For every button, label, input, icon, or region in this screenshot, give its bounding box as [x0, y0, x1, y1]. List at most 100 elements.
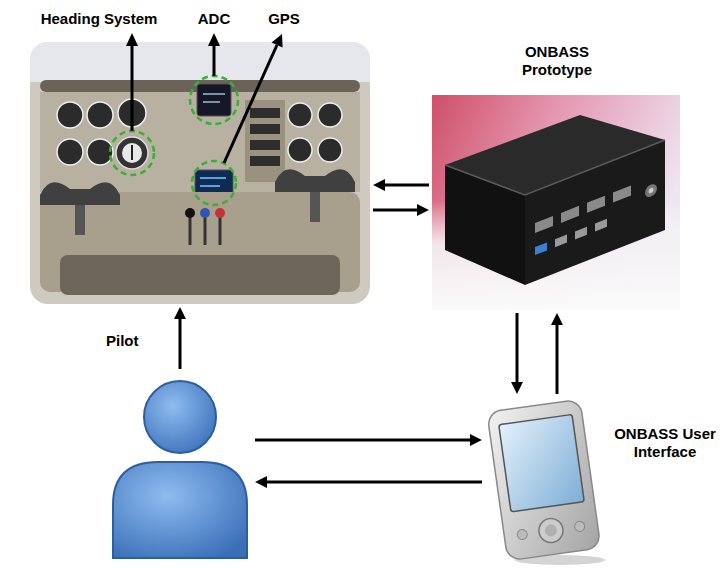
device-ports — [535, 242, 547, 255]
throttle-levers — [219, 215, 222, 245]
prototype-photo — [525, 140, 665, 285]
gauge-cluster — [116, 137, 148, 169]
flow-arrow — [381, 184, 429, 187]
gauge-cluster — [57, 102, 83, 128]
pda-device — [487, 399, 605, 565]
center-stack — [250, 140, 280, 150]
device-ports — [645, 182, 657, 199]
cockpit-photo — [30, 42, 370, 82]
pilot-icon — [113, 381, 247, 558]
pda-device — [517, 529, 528, 540]
cockpit-photo — [30, 33, 370, 304]
device-ports — [561, 206, 579, 223]
pilot-icon — [144, 381, 216, 453]
leader-arrow — [126, 33, 283, 163]
yoke — [40, 182, 120, 205]
actor-label: Pilot — [106, 332, 139, 350]
device-ports — [535, 216, 553, 233]
pda-device — [487, 399, 601, 561]
pilot-icon — [113, 462, 247, 558]
gauge-cluster — [318, 103, 342, 127]
device-ports — [555, 235, 567, 248]
adc-screen — [197, 84, 231, 116]
throttle-levers — [185, 208, 195, 218]
prototype-unit: ONBASS Prototype — [432, 95, 680, 310]
gps-screen — [200, 177, 226, 179]
gauge-cluster — [318, 138, 342, 162]
gauge-cluster — [288, 138, 312, 162]
flow-arrow — [373, 209, 421, 212]
leader-arrow — [131, 44, 134, 131]
part-label: GPS — [268, 10, 300, 28]
gauge-cluster — [288, 103, 312, 127]
pda-device — [537, 517, 564, 544]
prototype-photo — [445, 140, 665, 195]
flow-arrow — [179, 315, 182, 369]
prototype-photo — [445, 165, 525, 285]
label-holder: GPS — [268, 10, 300, 28]
pilot-figure: Pilot — [108, 372, 252, 558]
center-stack — [250, 156, 280, 166]
throttle-levers — [204, 215, 207, 245]
flow-arrow — [255, 439, 474, 442]
device-ports — [595, 219, 607, 232]
device-ports — [575, 227, 587, 240]
flow-arrow — [516, 313, 519, 386]
flow-arrow — [556, 321, 559, 394]
flow-arrow — [263, 481, 482, 484]
leader-arrow — [272, 34, 283, 47]
throttle-levers — [200, 208, 210, 218]
device-label: ONBASS User Interface — [610, 425, 720, 461]
yoke — [40, 169, 355, 235]
label-holder: ONBASS User Interface — [610, 425, 720, 461]
gauge-cluster — [87, 139, 113, 165]
center-stack — [250, 124, 280, 134]
throttle-levers — [215, 208, 225, 218]
leader-arrow — [208, 33, 220, 46]
highlight-circle — [110, 131, 154, 175]
gauge-cluster — [57, 139, 83, 165]
gauge-cluster — [87, 102, 113, 128]
part-label: Heading System — [41, 10, 158, 28]
label-holder: ONBASS Prototype — [502, 43, 612, 79]
device-ports — [587, 196, 605, 213]
pda-device — [499, 414, 585, 511]
unit-title: ONBASS Prototype — [502, 43, 612, 79]
label-holder: ADC — [198, 10, 231, 28]
leader-arrow — [126, 33, 138, 46]
user-interface-device: ONBASS User Interface — [485, 397, 603, 565]
device-ports — [649, 187, 654, 194]
leader-arrow — [213, 44, 216, 76]
prototype-photo — [432, 95, 680, 310]
throttle-levers — [185, 208, 225, 245]
device-ports — [613, 185, 631, 202]
leader-arrow — [224, 45, 277, 163]
pda-device — [544, 524, 558, 538]
cockpit-photo — [30, 42, 370, 304]
cockpit-panel: Heading SystemADCGPS — [30, 42, 370, 304]
gauge-cluster — [131, 145, 133, 160]
part-label: ADC — [198, 10, 231, 28]
throttle-levers — [189, 215, 192, 245]
adc-screen — [197, 84, 231, 116]
pda-device — [574, 521, 585, 532]
gauge-cluster — [122, 143, 142, 163]
highlight-circle — [190, 76, 238, 124]
cockpit-photo — [60, 255, 340, 295]
cockpit-photo — [30, 62, 370, 82]
center-stack — [245, 100, 285, 182]
center-stack — [245, 100, 285, 182]
adc-screen — [203, 93, 225, 95]
label-holder: Pilot — [106, 332, 139, 350]
highlight-circle — [110, 76, 238, 205]
center-stack — [250, 108, 280, 118]
pda-device — [487, 399, 601, 561]
highlight-circle — [192, 161, 236, 205]
prototype-photo — [432, 95, 680, 310]
label-holder: Heading System — [41, 10, 158, 28]
gps-screen — [200, 185, 220, 187]
adc-screen — [203, 101, 220, 103]
yoke — [275, 169, 355, 192]
